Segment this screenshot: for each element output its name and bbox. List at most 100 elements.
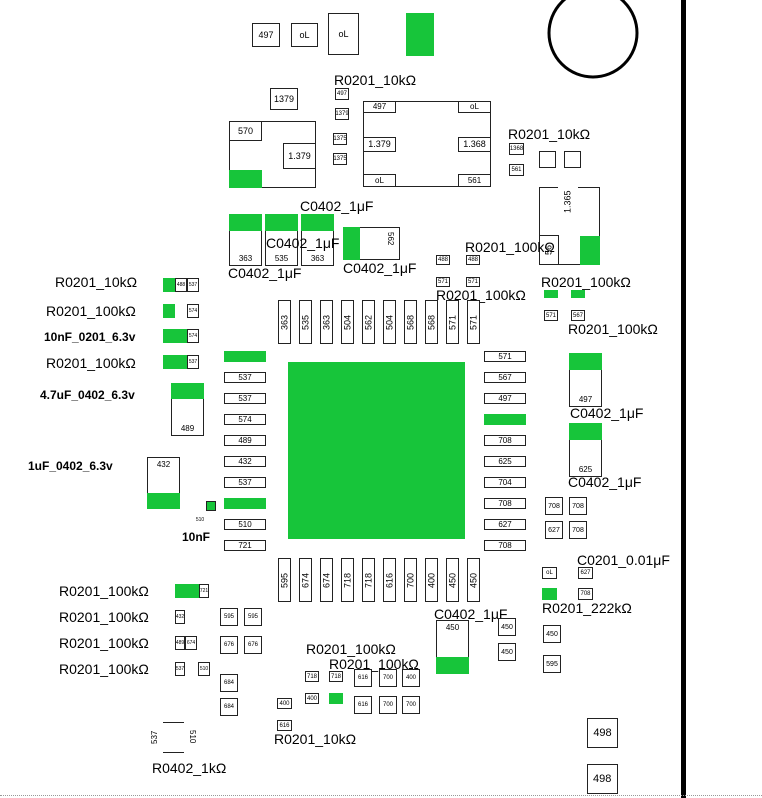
green-bm	[329, 693, 343, 704]
small-450-d: 595	[543, 655, 561, 673]
green-bl1	[175, 584, 199, 598]
right-pin-green	[484, 414, 526, 425]
left-pin-green	[224, 351, 266, 362]
top-box-ol-2: oL	[328, 13, 359, 55]
right-pin: 627	[484, 519, 526, 530]
r0402-510-value: 510	[188, 730, 197, 744]
green-left2	[163, 304, 175, 318]
right-small-708-b: 708	[569, 497, 587, 515]
bottom-dotted-line	[0, 795, 762, 796]
small-510: 510	[193, 516, 207, 525]
label-10nf: 10nF	[182, 530, 211, 544]
top-pin: 504	[341, 300, 354, 344]
left-pin: 574	[224, 414, 266, 425]
bottom-pin: 616	[383, 558, 396, 602]
label-r0201-100k-bl1: R0201_100kΩ	[59, 583, 149, 599]
left-pin: 489	[224, 435, 266, 446]
pad-sq-1	[539, 151, 556, 168]
small-1375-b: 1375	[333, 153, 347, 165]
top-pin: 535	[299, 300, 312, 344]
small-450-a: 450	[498, 618, 516, 636]
right-pin: 708	[484, 435, 526, 446]
top-pin: 504	[383, 300, 396, 344]
small-571-c: 571	[544, 310, 558, 321]
ic-right-pins: 571 567 497 708 625 704 708 627 708	[484, 351, 526, 551]
box-595-right: 498	[587, 718, 618, 748]
small-1375-a: 1375	[333, 133, 347, 145]
bottom-pin: 450	[446, 558, 459, 602]
small-721: 721	[199, 584, 209, 598]
right-pin: 708	[484, 540, 526, 551]
label-r0201-100k-bl2: R0201_100kΩ	[59, 609, 149, 625]
bottom-pin: 718	[362, 558, 375, 602]
box-498-right	[587, 764, 618, 794]
box-1379-inner: 1.379	[283, 143, 316, 169]
small-400-c: 400	[277, 698, 292, 709]
c0201-box-ol: oL	[542, 567, 557, 579]
ic-left-pins: 537 537 574 489 432 537 510 721	[224, 351, 266, 551]
left-pin: 537	[224, 393, 266, 404]
label-1uf: 1uF_0402_6.3v	[28, 459, 113, 473]
top-pin: 568	[404, 300, 417, 344]
green-489	[171, 383, 204, 399]
right-small-708-a: 708	[545, 497, 563, 515]
top-pin: 568	[425, 300, 438, 344]
small-488-b: 488	[466, 255, 480, 265]
label-r0201-10k-b: R0201_10kΩ	[508, 126, 591, 142]
label-c0201-001: C0201_0.01μF	[577, 552, 670, 568]
small-400-bm: 400	[305, 693, 319, 704]
big-box-tl: 497	[363, 101, 396, 113]
label-c0402-right1: C0402_1μF	[570, 405, 644, 421]
small-684-a: 684	[220, 674, 238, 692]
green-pad-top	[406, 13, 434, 56]
small-616-c: 616	[277, 720, 292, 731]
top-pin: 571	[467, 300, 480, 344]
right-small-627: 627	[545, 521, 563, 539]
top-box-ol-1: oL	[291, 23, 318, 47]
small-574-a: 574	[187, 304, 199, 318]
r0402-537: 537	[147, 722, 163, 753]
label-c0402-b: C0402_1μF	[266, 235, 340, 251]
small-571-b: 571	[466, 277, 480, 287]
label-c0402-bottom: C0402_1μF	[434, 606, 508, 622]
box-498-value: 498	[593, 773, 612, 785]
c0201-box-708: 708	[578, 588, 593, 600]
big-box-bl: oL	[363, 174, 396, 187]
small-616-a: 616	[354, 669, 372, 687]
small-1368: 1368	[509, 143, 524, 155]
small-571-a: 571	[436, 277, 450, 287]
big-box-tr: oL	[458, 101, 491, 113]
bottom-pin: 718	[341, 558, 354, 602]
right-pin: 497	[484, 393, 526, 404]
bottom-pin: 700	[404, 558, 417, 602]
green-10nf	[206, 501, 216, 511]
bottom-pin: 674	[299, 558, 312, 602]
green-cap-b	[265, 214, 298, 231]
small-450-c: 450	[543, 625, 561, 643]
box-1365-label: 1.365	[558, 187, 578, 217]
green-c0201	[542, 588, 557, 600]
label-r0201-100k-t2: R0201_100kΩ	[436, 287, 526, 303]
label-c0402-right2: C0402_1μF	[568, 474, 642, 490]
right-pin: 567	[484, 372, 526, 383]
right-pin: 704	[484, 477, 526, 488]
small-674-bl: 674	[185, 636, 197, 650]
small-718-b: 718	[329, 671, 343, 682]
circle-outline	[547, 0, 639, 79]
ic-exposed-pad	[288, 362, 465, 539]
green-1365	[580, 236, 600, 265]
label-4-7uf: 4.7uF_0402_6.3v	[40, 388, 135, 402]
board-edge-line	[681, 0, 686, 798]
small-684-b: 684	[220, 698, 238, 716]
small-700-c: 700	[402, 696, 420, 714]
small-488-c: 488	[175, 278, 187, 292]
green-cap-625-right	[569, 423, 602, 440]
label-r0201-100k-bl3: R0201_100kΩ	[59, 635, 149, 651]
label-r0201-10k-left: R0201_10kΩ	[55, 274, 138, 290]
small-510-bl: 510	[198, 662, 210, 676]
green-cap-a	[229, 214, 262, 231]
green-562	[343, 227, 360, 260]
label-r0201-100k-t1: R0201_100kΩ	[465, 239, 555, 255]
label-r0402-1k: R0402_1kΩ	[152, 760, 227, 776]
label-r0201-100k-left1: R0201_100kΩ	[46, 303, 136, 319]
